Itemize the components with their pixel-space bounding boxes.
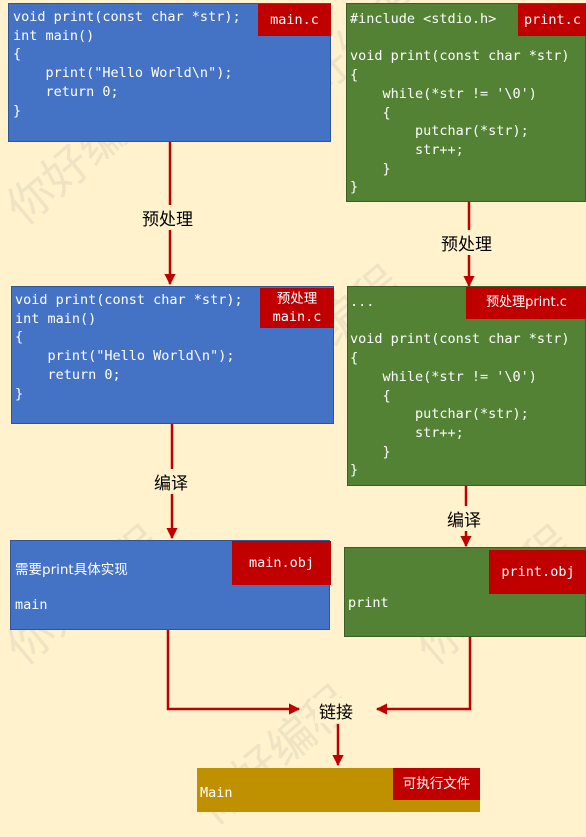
print-obj-symbol: print [348,595,389,611]
code-line: } [350,462,359,479]
preprocessed-main-c-tag: 预处理 main.c [260,288,334,328]
executable-box: Main 可执行文件 [197,768,480,812]
tag-line: main.c [272,309,322,325]
main-obj-box: 需要print具体实现 main main.obj [10,540,331,630]
code-line: print("Hello World\n"); [15,348,235,365]
right-preprocess-label: 预处理 [437,230,496,255]
left-compile-label: 编译 [150,469,192,494]
code-line: } [350,160,391,177]
code-line: } [350,443,391,460]
executable-tag: 可执行文件 [393,768,480,800]
code-line: str++; [350,141,464,158]
left-preprocess-label: 预处理 [138,205,197,230]
main-obj-symbol: main [15,597,48,613]
code-line: } [13,102,22,119]
code-line: void print(const char *str) [350,331,570,348]
main-obj-text: 需要print具体实现 [15,562,128,578]
link-label: 链接 [315,698,357,723]
right-compile-label: 编译 [443,506,485,531]
executable-symbol: Main [200,785,233,801]
preprocessed-print-c-code: ... void print(const char *str) { while(*… [350,293,569,480]
preprocessed-main-c-box: void print(const char *str);int main(){ … [11,286,334,424]
code-line: } [350,179,359,196]
code-line: while(*str != '\0') [350,368,537,385]
code-line: { [15,329,24,346]
code-line: int main() [13,27,95,44]
main-c-source-box: void print(const char *str);int main(){ … [8,3,331,142]
code-line: { [13,46,22,63]
print-c-source-box: #include <stdio.h> void print(const char… [346,3,586,202]
preprocessed-main-c-code: void print(const char *str);int main(){ … [15,291,243,403]
code-line: str++; [350,424,464,441]
code-line: return 0; [15,366,121,383]
tag-line: 预处理 [276,291,318,307]
code-line: { [350,387,391,404]
preprocessed-print-c-box: ... void print(const char *str) { while(*… [347,286,586,486]
code-line: #include <stdio.h> [350,11,497,27]
code-line: { [350,350,359,367]
print-obj-tag: print.obj [489,550,586,594]
code-line: putchar(*str); [350,123,529,140]
code-line: putchar(*str); [350,406,529,423]
code-line: ... [350,294,375,310]
code-line: return 0; [13,83,119,100]
arrow-right-object-to-link [375,637,472,715]
code-line: { [350,104,391,121]
preprocessed-print-c-tag: 预处理print.c [466,287,586,319]
code-line: void print(const char *str); [13,9,241,25]
code-line: int main() [15,310,97,327]
main-c-code: void print(const char *str);int main(){ … [13,8,241,120]
print-c-tag: print.c [518,4,586,36]
print-c-code: #include <stdio.h> void print(const char… [350,10,569,197]
print-obj-box: print print.obj [344,547,586,637]
code-line: } [15,385,24,402]
code-line: while(*str != '\0') [350,85,537,102]
code-line: void print(const char *str) [350,48,570,65]
code-line: void print(const char *str); [15,292,243,308]
code-line: { [350,67,359,84]
main-obj-tag: main.obj [232,541,331,585]
arrow-left-object-to-link [166,630,301,715]
code-line: print("Hello World\n"); [13,65,233,82]
main-c-tag: main.c [258,4,331,36]
